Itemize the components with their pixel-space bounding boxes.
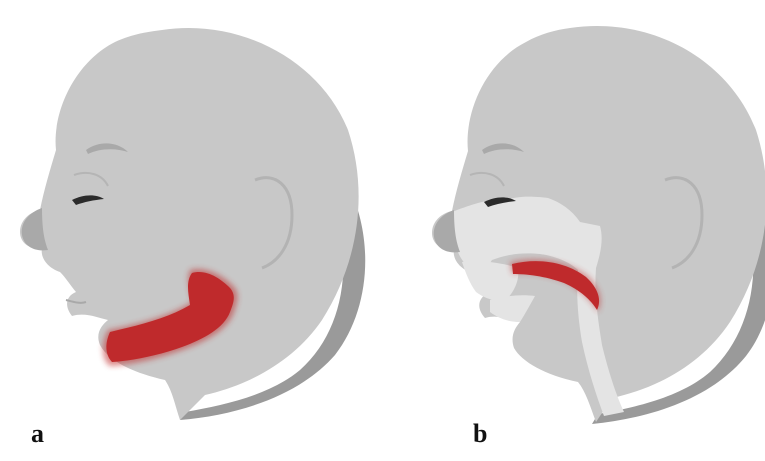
palate-b xyxy=(462,261,518,300)
panel-a xyxy=(20,28,365,420)
panel-label-a: a xyxy=(31,421,44,447)
panel-label-b: b xyxy=(473,421,487,447)
head-a-silhouette xyxy=(20,28,359,420)
panel-b xyxy=(432,26,765,424)
